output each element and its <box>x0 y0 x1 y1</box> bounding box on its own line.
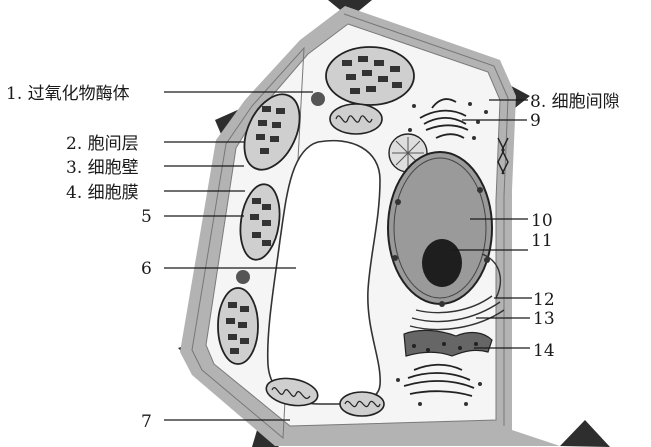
mitochondrion-bottom <box>340 392 384 416</box>
label-13: 13 <box>533 309 555 329</box>
label-10: 10 <box>531 211 553 231</box>
label-cell-wall: 3. 细胞壁 <box>66 158 139 178</box>
label-11: 11 <box>531 231 553 251</box>
mitochondrion-top <box>330 104 382 134</box>
label-6: 6 <box>141 259 152 279</box>
chloroplast-top <box>326 47 414 105</box>
peroxisome <box>311 92 325 106</box>
label-peroxisome: 1. 过氧化物酶体 <box>6 84 130 104</box>
nucleolus <box>422 239 462 287</box>
label-intercellular-space: 8. 细胞间隙 <box>530 92 620 112</box>
label-14: 14 <box>533 341 555 361</box>
label-cell-membrane: 4. 细胞膜 <box>66 183 139 203</box>
label-9: 9 <box>530 111 541 131</box>
label-12: 12 <box>533 290 555 310</box>
label-middle-lamella: 2. 胞间层 <box>66 134 139 154</box>
dark-granule <box>236 270 250 284</box>
label-7: 7 <box>141 412 152 432</box>
chloroplast-lower-left <box>218 288 258 364</box>
label-5: 5 <box>141 207 152 227</box>
nucleus <box>388 152 492 307</box>
